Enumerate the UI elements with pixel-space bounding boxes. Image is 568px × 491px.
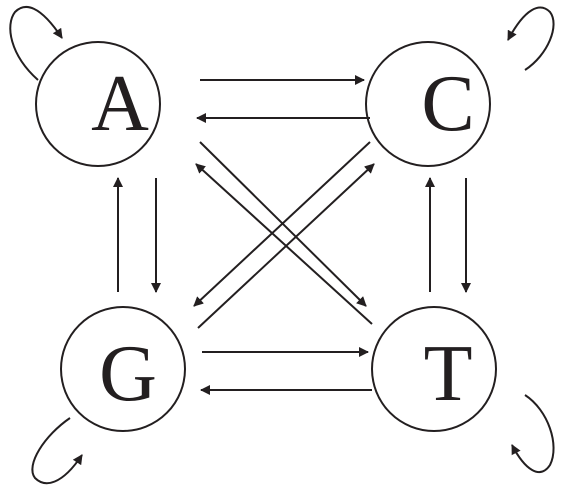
node-t-label: T [424, 330, 473, 418]
self-loop-g [31, 417, 83, 485]
node-g-circle [60, 306, 186, 432]
self-loop-a [9, 5, 63, 81]
node-c-circle [365, 41, 491, 167]
node-t-circle [371, 306, 497, 432]
node-a: A [35, 41, 161, 167]
node-c: C [365, 41, 491, 167]
node-a-label: A [91, 60, 149, 148]
arrow-g-to-c [197, 163, 375, 329]
node-t: T [371, 306, 497, 432]
node-c-label: C [421, 60, 474, 148]
node-g-label: G [99, 330, 157, 418]
self-loop-c [507, 6, 555, 71]
arrow-c-to-g [193, 141, 371, 307]
arrow-t-to-a [195, 163, 373, 325]
node-g: G [60, 306, 186, 432]
node-a-circle [35, 41, 161, 167]
self-loop-t [511, 394, 555, 474]
